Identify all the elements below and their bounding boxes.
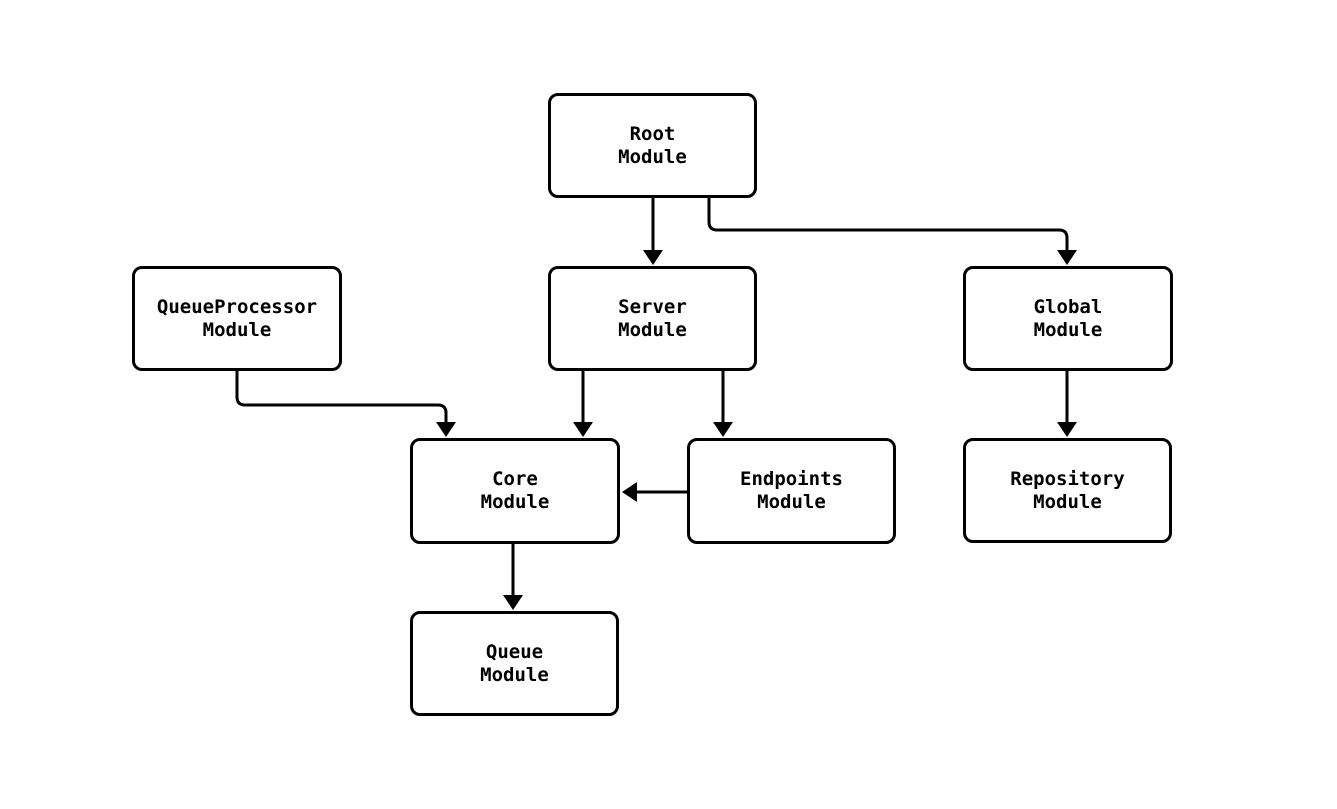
node-label-line1: Core <box>492 468 538 490</box>
node-label-line1: Repository <box>1010 467 1125 490</box>
node-endpoints-module: Endpoints Module <box>687 438 896 544</box>
node-label-line1: Queue <box>485 640 544 663</box>
node-label-line2: Module <box>618 145 687 168</box>
node-queueprocessor-module: QueueProcessor Module <box>132 266 342 371</box>
node-label-line2: Module <box>1033 490 1102 513</box>
node-repository-module: Repository Module <box>963 438 1172 543</box>
node-label-line2: Module <box>757 491 826 513</box>
node-label-line1: Root <box>629 122 676 145</box>
node-label-line1: QueueProcessor <box>156 295 318 318</box>
node-core-module: Core Module <box>410 438 620 544</box>
node-label-line2: Module <box>480 491 550 513</box>
node-label-line1: Global <box>1033 295 1103 318</box>
edge-queueprocessor-to-core <box>235 371 456 437</box>
node-label-line1: Endpoints <box>740 468 843 490</box>
node-label-line2: Module <box>1033 318 1103 341</box>
node-label-line1: Server <box>618 295 687 318</box>
node-label-line2: Module <box>480 663 549 686</box>
node-server-module: Server Module <box>548 266 757 371</box>
edge-root-to-global <box>707 198 1077 265</box>
node-label-line2: Module <box>618 318 687 341</box>
node-label-line2: Module <box>202 318 272 341</box>
node-global-module: Global Module <box>963 266 1173 371</box>
node-root-module: Root Module <box>548 93 757 198</box>
node-queue-module: Queue Module <box>410 611 619 716</box>
